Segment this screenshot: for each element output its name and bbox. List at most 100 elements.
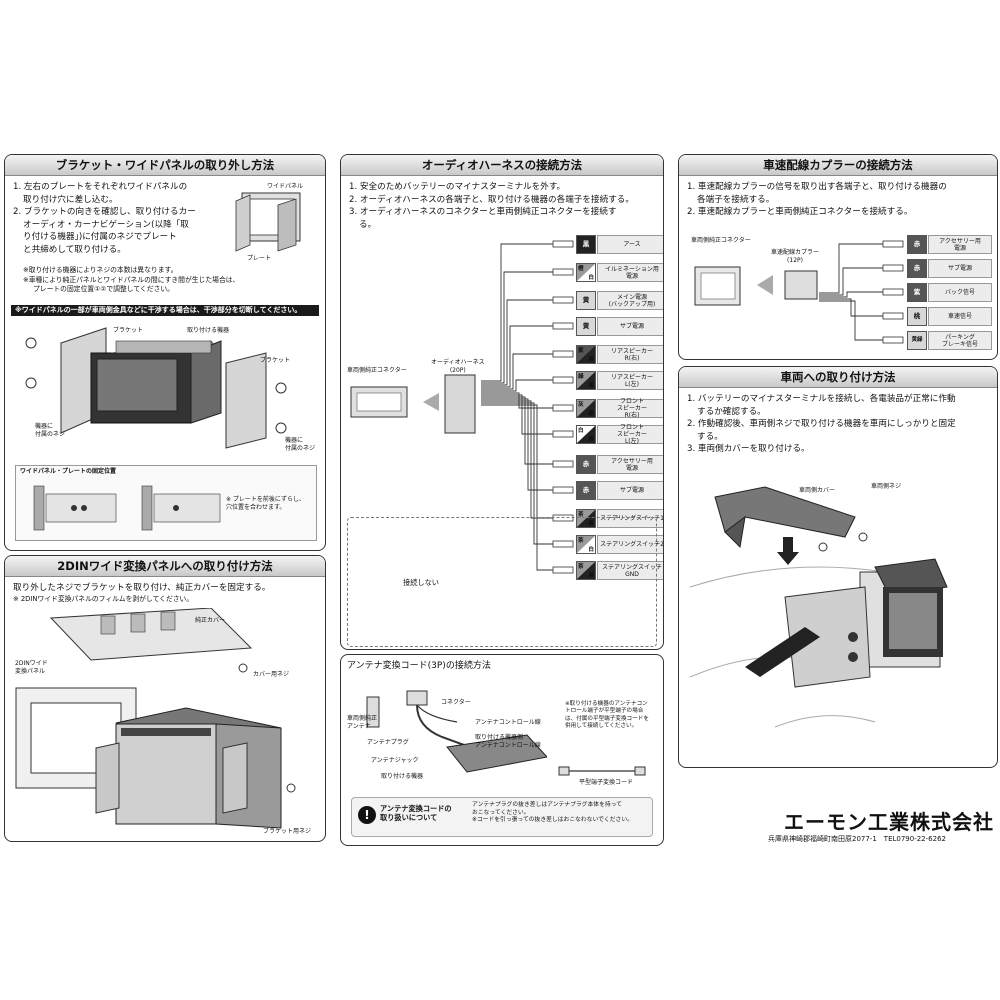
audio-wire-terminal-10	[552, 514, 574, 522]
install-step2b: する。	[697, 431, 723, 442]
audio-wire-function-11: ステアリングスイッチ2	[597, 535, 663, 554]
install-label-screw: 車両側ネジ	[871, 483, 902, 490]
antenna-handling2: ※コードを引っ張っての抜き差しはおこなわないでください。	[472, 817, 633, 824]
install-panel-title: 車両への取り付け方法	[679, 367, 997, 388]
install-illustration	[689, 486, 948, 728]
bracket-device-illustration	[25, 327, 287, 449]
speed-step1b: 各端子を接続する。	[697, 194, 775, 205]
audio-wire-color-label-2: 白	[588, 275, 594, 281]
fix-position-illustration	[33, 485, 221, 531]
not-connected-box	[347, 517, 657, 647]
audio-wire-color-label-2: 黒	[588, 573, 594, 579]
speed-wire-line-1	[819, 267, 883, 296]
speed-wire-line-4	[819, 300, 883, 341]
speed-wire-line-3	[819, 298, 883, 317]
flat-cord-illustration	[558, 766, 646, 776]
din-panel: 2DINワイド変換パネルへの取り付け方法 取り外したネジでブラケットを取り付け、…	[4, 555, 326, 842]
speed-wire-function-0: アクセサリー用 電源	[928, 235, 992, 254]
label-screw-right: 機器に 付属のネジ	[285, 437, 316, 452]
audio-wire-color-6: 灰黒	[576, 399, 596, 418]
audio-wire-terminal-11	[552, 540, 574, 548]
label-screw-left: 機器に 付属のネジ	[35, 423, 66, 438]
fix-position-box: ワイドパネル・プレートの固定位置 ※ プレートを前後にずらし、 穴位置を合わせま…	[15, 465, 317, 541]
install-step1b: するか確認する。	[697, 406, 766, 417]
bracket-step2: 2. ブラケットの向きを確認し、取り付けるカー	[13, 207, 196, 217]
audio-wire-function-10: ステアリングスイッチ1	[597, 509, 663, 528]
audio-wire-color-9: 赤	[576, 481, 596, 500]
speed-wire-function-3: 車速信号	[928, 307, 992, 326]
speed-wire-terminal-1	[882, 264, 904, 272]
bracket-panel-title: ブラケット・ワイドパネルの取り外し方法	[5, 155, 325, 176]
antenna-label-jack: アンテナジャック	[371, 757, 419, 764]
din-illustration	[15, 608, 296, 829]
bracket-note2: ※車種により純正パネルとワイドパネルの間にすき間が生じた場合は、	[23, 275, 240, 284]
antenna-label-vehicle: 車両側純正 アンテナ	[347, 715, 378, 730]
speed-wire-line-0	[819, 243, 883, 294]
audio-wire-line-8	[481, 396, 553, 465]
speed-coupler-illustration	[694, 266, 818, 306]
audio-wire-function-12: ステアリングスイッチ GND	[597, 561, 663, 580]
audio-wire-color-4: 紫黒	[576, 345, 596, 364]
antenna-label-control: アンテナコントロール線	[475, 719, 541, 726]
antenna-label-device: 取り付ける機器	[381, 773, 424, 780]
audio-wire-function-6: フロント スピーカー R(右)	[597, 398, 663, 419]
speed-label-vehicle-conn: 車両側純正コネクター	[691, 237, 751, 244]
antenna-handling1: アンテナプラグの抜き差しはアンテナプラグ本体を持って	[472, 802, 622, 808]
company-name: エーモン工業株式会社	[784, 810, 994, 834]
audio-wire-color-label: 緑	[578, 374, 584, 380]
antenna-handling-box: ! アンテナ変換コードの 取り扱いについて アンテナプラグの抜き差しはアンテナプ…	[351, 797, 653, 837]
audio-wire-color-label-2: 黒	[588, 357, 594, 363]
warning-bar: ※ワイドパネルの一部が車両側金具などに干渉する場合は、干渉部分を切断してください…	[11, 305, 319, 316]
audio-wire-color-11: 茶白	[576, 535, 596, 554]
audio-wire-color-5: 緑黒	[576, 371, 596, 390]
audio-panel: オーディオハーネスの接続方法 1. 安全のためバッテリーのマイナスターミナルを外…	[340, 154, 664, 650]
audio-wire-function-9: サブ電源	[597, 481, 663, 500]
audio-wire-line-0	[481, 243, 553, 382]
label-audio-harness: オーディオハーネス (20P)	[431, 359, 485, 374]
audio-wire-line-9	[481, 398, 553, 491]
label-device: 取り付ける機器	[187, 327, 230, 334]
speed-panel: 車速配線カプラーの接続方法 1. 車速配線カプラーの信号を取り出す各端子と、取り…	[678, 154, 998, 360]
audio-wire-terminal-0	[552, 240, 574, 248]
audio-step3b: る。	[359, 219, 377, 230]
audio-wire-terminal-2	[552, 296, 574, 304]
speed-wire-color-2: 紫	[907, 283, 927, 302]
antenna-label-flat: 平型端子変換コード	[579, 779, 634, 786]
audio-step3: 3. オーディオハーネスのコネクターと車両側純正コネクターを接続す	[349, 207, 617, 217]
audio-wire-function-5: リアスピーカー L(左)	[597, 371, 663, 390]
speed-wire-color-4: 黄緑	[907, 331, 927, 350]
audio-wire-color-label: 茶	[578, 538, 584, 544]
bracket-step2c: り付ける機器」)に付属のネジでプレート	[23, 232, 177, 242]
audio-wire-terminal-4	[552, 350, 574, 358]
audio-wire-line-2	[481, 299, 553, 386]
audio-wire-function-2: メイン電源 (バックアップ用)	[597, 291, 663, 310]
din-line2: ※ 2DINワイド変換パネルのフィルムを剥がしてください。	[13, 595, 194, 603]
speed-wire-terminal-3	[882, 312, 904, 320]
audio-wire-color-12: 茶黒	[576, 561, 596, 580]
audio-step2: 2. オーディオハーネスの各端子と、取り付ける機器の各端子を接続する。	[349, 194, 634, 205]
label-widepanel: ワイドパネル	[267, 183, 304, 190]
audio-wire-color-10: 茶黒	[576, 509, 596, 528]
bracket-panel: ブラケット・ワイドパネルの取り外し方法 1. 左右のプレートをそれぞれワイドパネ…	[4, 154, 326, 551]
antenna-panel: アンテナ変換コード(3P)の接続方法 コネクター 車両側純正 アンテナ アンテナ…	[340, 654, 664, 846]
audio-wire-function-0: アース	[597, 235, 663, 254]
din-label-cover-screw: カバー用ネジ	[253, 671, 290, 678]
caution-icon: !	[358, 806, 376, 824]
antenna-handling-title: アンテナ変換コードの 取り扱いについて	[380, 804, 452, 822]
label-plate: プレート	[247, 255, 272, 262]
bracket-step1: 1. 左右のプレートをそれぞれワイドパネルの	[13, 182, 188, 192]
din-label-bracket-screw: ブラケット用ネジ	[263, 828, 312, 835]
speed-wire-lines	[819, 240, 904, 344]
label-vehicle-connector: 車両側純正コネクター	[347, 367, 407, 374]
audio-wire-line-4	[481, 353, 553, 390]
audio-wire-color-label: 白	[578, 428, 584, 434]
audio-wire-lines	[481, 240, 574, 574]
antenna-title: アンテナ変換コード(3P)の接続方法	[347, 661, 491, 671]
audio-wire-color-3: 黄	[576, 317, 596, 336]
install-step1: 1. バッテリーのマイナスターミナルを接続し、各電装品が正常に作動	[687, 394, 956, 404]
speed-panel-title: 車速配線カプラーの接続方法	[679, 155, 997, 176]
audio-wire-color-label: 紫	[578, 348, 584, 354]
din-label-panel: 2DINワイド 変換パネル	[15, 660, 48, 675]
audio-wire-terminal-12	[552, 566, 574, 574]
speed-wire-color-1: 赤	[907, 259, 927, 278]
